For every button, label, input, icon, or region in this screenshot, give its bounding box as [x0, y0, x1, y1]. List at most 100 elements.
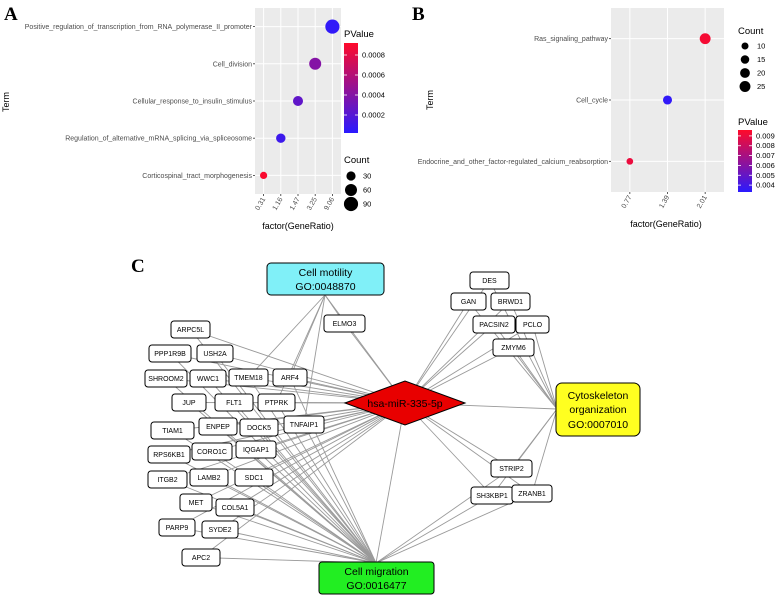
network-edge [531, 408, 558, 494]
generatio-label: 0.77 [621, 194, 634, 209]
gene-node-sh3kbp1: SH3KBP1 [470, 486, 514, 505]
panel-a-points [259, 19, 340, 180]
gene-node-label: PPP1R9B [154, 351, 186, 358]
gene-node-arf4: ARF4 [272, 368, 308, 387]
gene-node-label: ELMO3 [333, 321, 357, 328]
network-edge [303, 424, 377, 564]
count-legend-dot [740, 55, 750, 64]
data-point [662, 95, 673, 105]
gene-node-label: RPS6KB1 [153, 452, 185, 459]
gene-node-box [144, 369, 188, 388]
go-node-cytoskeleton-organization: Cytoskeleton organization GO:0007010 [555, 382, 641, 437]
gene-node-label: APC2 [192, 555, 210, 562]
term-label: Corticospinal_tract_morphogenesis [142, 173, 252, 180]
network-edge [513, 347, 558, 410]
data-point [259, 171, 268, 180]
go-node-cell-migration-name: Cell migration [344, 566, 408, 578]
panel-letter-a: A [4, 4, 18, 25]
go-node-cytoskeleton-name: Cytoskeleton [568, 390, 629, 402]
colorbar-label: 0.007 [756, 151, 775, 160]
panel-a-x-axis-title: factor(GeneRatio) [262, 221, 334, 231]
network-edge [208, 402, 406, 478]
data-point [325, 19, 340, 34]
gene-node-parp9: PARP9 [158, 518, 196, 537]
gene-node-label: LAMB2 [198, 475, 221, 482]
gene-node-coro1c: CORO1C [191, 442, 233, 461]
gene-node-box [511, 484, 553, 503]
gene-node-iqgap1: IQGAP1 [235, 440, 277, 459]
count-legend-dot [741, 42, 749, 50]
count-legend-label: 60 [363, 186, 371, 195]
generatio-label: 1.39 [658, 194, 671, 209]
gene-node-box [170, 320, 211, 339]
gene-node-zmym6: ZMYM6 [492, 338, 535, 357]
network-edge [253, 477, 377, 564]
gene-node-label: USH2A [203, 351, 227, 358]
gene-node-gan: GAN [450, 292, 487, 311]
gene-node-tiam1: TIAM1 [150, 421, 195, 440]
gene-node-label: ENPEP [206, 424, 230, 431]
gene-node-label: STRIP2 [499, 466, 524, 473]
gene-node-col5a1: COL5A1 [215, 498, 255, 517]
gene-node-label: SYDE2 [209, 527, 232, 534]
network-edge [258, 427, 377, 564]
gene-node-label: COL5A1 [222, 505, 249, 512]
gene-node-sdc1: SDC1 [234, 468, 274, 487]
panel-b-points [626, 33, 711, 165]
gene-node-box [235, 440, 277, 459]
gene-node-dock5: DOCK5 [239, 418, 279, 437]
gene-node-label: MET [189, 500, 205, 507]
gene-node-jup: JUP [171, 393, 207, 412]
gene-node-met: MET [179, 493, 213, 512]
data-point [699, 33, 711, 45]
network-edge [214, 353, 377, 564]
gene-node-itgb2: ITGB2 [147, 470, 188, 489]
colorbar-label: 0.005 [756, 171, 775, 180]
colorbar-label: 0.0002 [362, 111, 385, 120]
panel-b-pvalue-legend-title: PValue [738, 117, 768, 128]
gene-node-box [472, 315, 516, 334]
network-edge [375, 468, 512, 564]
colorbar-label: 0.004 [756, 181, 775, 190]
gene-node-box [147, 470, 188, 489]
gene-node-box [492, 338, 535, 357]
gene-node-label: PARP9 [166, 525, 189, 532]
gene-node-box [214, 393, 254, 412]
gene-node-label: WWC1 [197, 376, 219, 383]
colorbar-label: 0.009 [756, 131, 775, 140]
generatio-label: 1.47 [289, 196, 302, 211]
gene-node-label: ARF4 [281, 375, 299, 382]
network-edge [219, 529, 377, 564]
data-point [626, 157, 634, 165]
term-label: Cell_cycle [576, 98, 608, 105]
gene-node-box [179, 493, 213, 512]
mirna-node-label: hsa-miR-335-5p [367, 398, 442, 410]
gene-node-box [257, 393, 296, 412]
term-label: Endocrine_and_other_factor-regulated_cal… [418, 159, 608, 166]
count-legend-dot [739, 81, 751, 92]
gene-node-ush2a: USH2A [196, 344, 234, 363]
gene-node-box [283, 415, 325, 434]
panel-b-pvalue-colorbar [738, 130, 752, 192]
network-edge [190, 329, 406, 404]
gene-node-label: IQGAP1 [243, 447, 269, 454]
go-node-cell-migration-box [318, 561, 435, 595]
gene-node-box [239, 418, 279, 437]
gene-node-box [158, 518, 196, 537]
gene-node-des: DES [469, 271, 510, 290]
count-legend-label: 30 [363, 172, 371, 181]
count-legend-dot [344, 183, 358, 197]
panel-b-x-axis-title: factor(GeneRatio) [630, 219, 702, 229]
gene-node-brwd1: BRWD1 [490, 292, 531, 311]
count-legend-label: 25 [757, 82, 765, 91]
count-legend-label: 20 [757, 69, 765, 78]
term-label: Cell_division [213, 61, 252, 68]
network-edge [234, 402, 406, 508]
network-edge [195, 402, 406, 503]
network-edge [532, 324, 558, 410]
term-label: Cellular_response_to_insulin_stimulus [133, 99, 253, 106]
gene-node-ppp1r9b: PPP1R9B [148, 344, 192, 363]
